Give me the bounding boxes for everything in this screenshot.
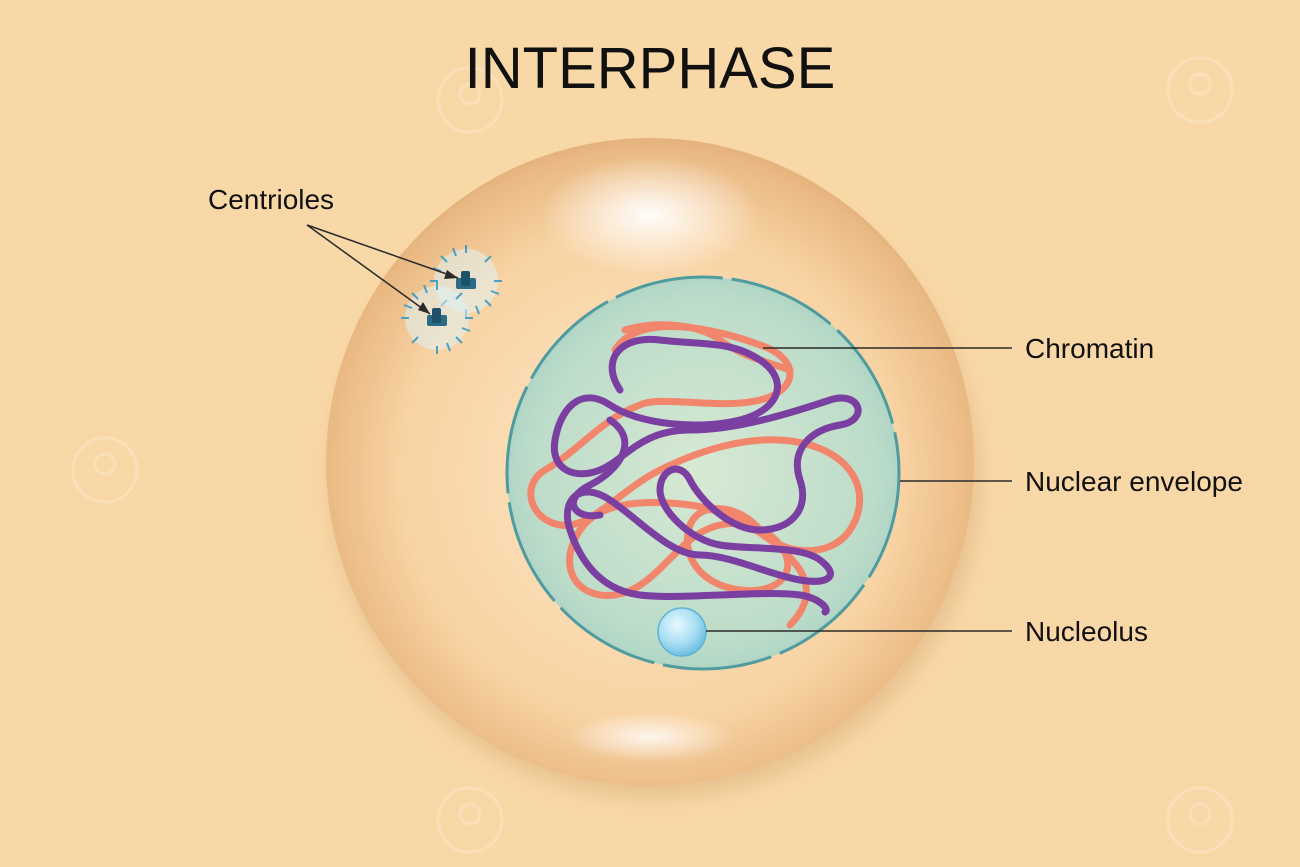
- centrioles-group: [401, 245, 502, 354]
- page-title: INTERPHASE: [464, 36, 836, 101]
- chromatin: [527, 321, 864, 629]
- leader-centrioles-1: [306, 224, 459, 279]
- centriole-2: [401, 282, 473, 354]
- label-nuclear-envelope: Nuclear envelope: [1025, 466, 1243, 497]
- label-chromatin: Chromatin: [1025, 333, 1155, 364]
- cell-highlight-top: [540, 155, 760, 275]
- leader-lines: [306, 224, 1012, 632]
- watermark-stamp-icon: [71, 436, 139, 504]
- watermark-stamp-icon: [1166, 786, 1234, 854]
- label-nucleolus: Nucleolus: [1025, 616, 1148, 647]
- nucleolus: [657, 607, 707, 657]
- cell-highlight-bottom: [565, 712, 735, 762]
- nuclear-envelope: [505, 275, 901, 671]
- watermark-stamp-icon: [436, 786, 504, 854]
- watermark-stamp-icon: [436, 66, 504, 134]
- label-centrioles: Centrioles: [208, 184, 335, 215]
- chromatin-strand-purple-2: [569, 416, 629, 520]
- arrowhead-centriole-1: [444, 270, 458, 279]
- watermark-stamp-icon: [1166, 56, 1234, 124]
- arrowhead-centriole-2: [418, 302, 430, 314]
- leader-centrioles-2: [306, 224, 431, 315]
- chromatin-strand-purple: [550, 335, 862, 616]
- watermark-stamps: [71, 56, 1234, 854]
